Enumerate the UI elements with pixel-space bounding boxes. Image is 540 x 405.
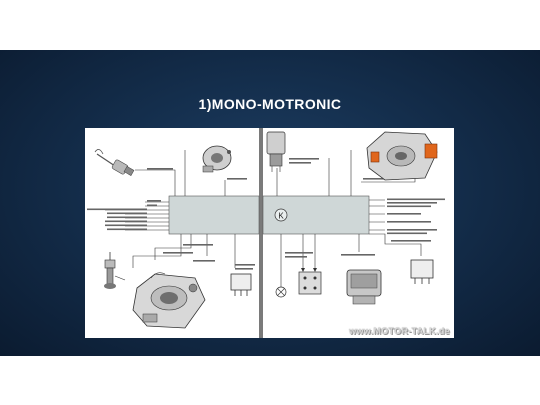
lambda-sensor-icon [104,252,126,289]
actuator-wires-left [132,234,236,268]
warning-lamp-icon [275,286,287,298]
relay-icon-left [230,273,252,296]
wiring-diagram-graphic: K [87,128,445,338]
slide-title: 1)MONO-MOTRONIC [198,96,342,112]
wiring-diagram: K [85,128,454,338]
diagnostic-connector-icon [298,268,322,295]
ignition-module-icon [346,269,382,305]
sensor-wires-left [135,150,226,196]
ecu-output-labels-right [387,198,445,235]
ecu-symbol-label: K [278,212,284,221]
connector-plug-icon [266,131,286,172]
throttle-actuator-icon [366,131,438,181]
temperature-sensor-icon [94,149,135,176]
orange-component [424,143,438,159]
ecu-symbol-circle [274,208,288,222]
throttle-body-icon [132,272,206,329]
diagram-divider [259,128,263,338]
ecu-block-left [168,195,260,235]
throttle-potentiometer-icon [202,145,232,173]
ecu-input-labels-left [87,200,161,231]
relay-icon-right [410,259,434,284]
actuator-wires-right [280,233,422,288]
ecu-output-wires-right [369,199,385,231]
motor-talk-watermark: www.MOTOR-TALK.de [349,326,450,336]
